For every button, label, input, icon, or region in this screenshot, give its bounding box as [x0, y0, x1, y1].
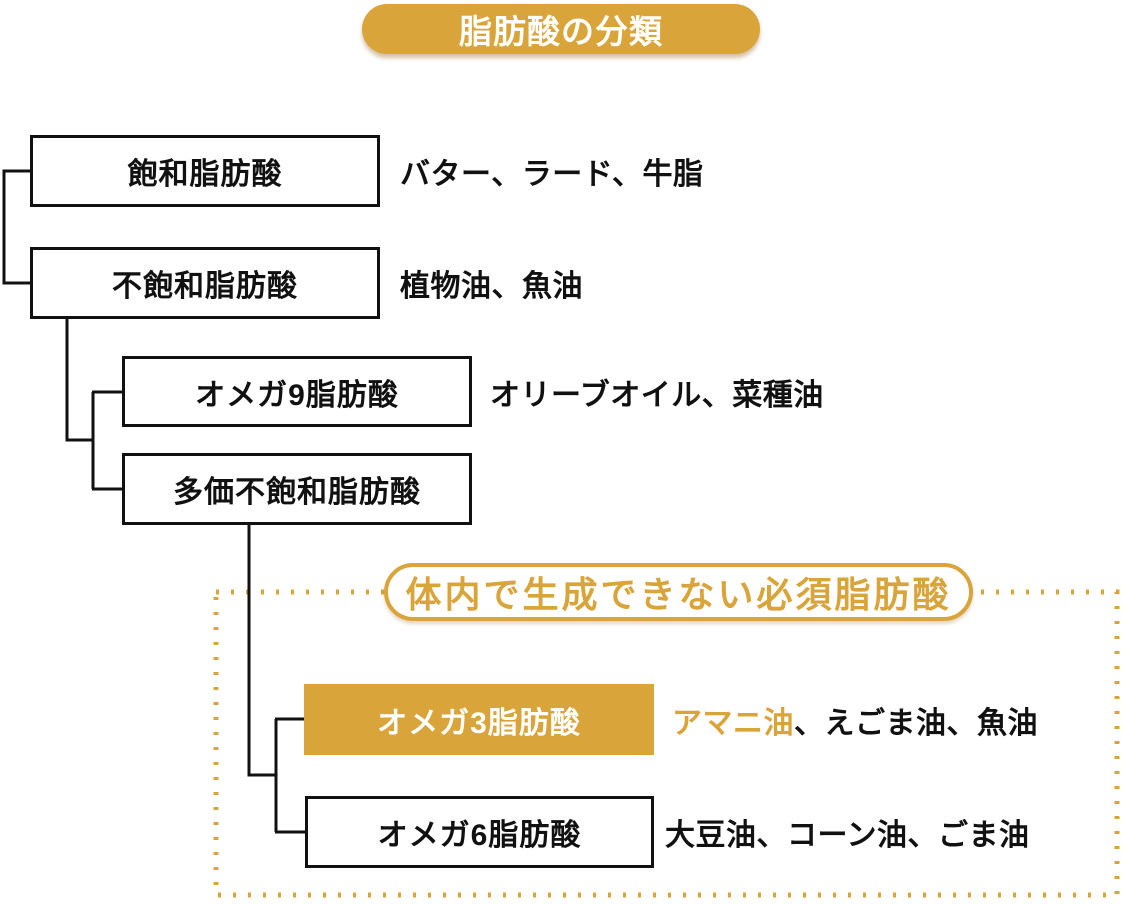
essential-fatty-acid-badge: 体内で生成できない必須脂肪酸 [384, 563, 973, 621]
node-polyunsaturated-fatty-acid: 多価不飽和脂肪酸 [122, 453, 472, 525]
node-unsaturated-fatty-acid: 不飽和脂肪酸 [30, 247, 380, 319]
diagram-title-badge: 脂肪酸の分類 [362, 4, 760, 54]
node-omega6-fatty-acid: オメガ6脂肪酸 [305, 796, 654, 868]
examples-omega9: オリーブオイル、菜種油 [490, 356, 824, 427]
examples-saturated: バター、ラード、牛脂 [400, 135, 704, 207]
connector-unsaturated-bracket [65, 317, 122, 491]
essential-badge-label: 体内で生成できない必須脂肪酸 [405, 574, 952, 615]
connector-polyunsaturated-bracket [247, 523, 305, 834]
node-unsaturated-label: 不飽和脂肪酸 [112, 270, 298, 303]
examples-omega6-text: 大豆油、コーン油、ごま油 [665, 819, 1030, 852]
node-omega3-label: オメガ3脂肪酸 [377, 706, 581, 740]
examples-omega6: 大豆油、コーン油、ごま油 [665, 796, 1030, 868]
examples-saturated-text: バター、ラード、牛脂 [400, 158, 704, 191]
node-omega3-fatty-acid: オメガ3脂肪酸 [304, 684, 654, 755]
examples-unsaturated: 植物油、魚油 [400, 247, 583, 319]
diagram-title: 脂肪酸の分類 [459, 13, 663, 50]
node-saturated-label: 飽和脂肪酸 [127, 158, 283, 191]
examples-unsaturated-text: 植物油、魚油 [400, 270, 583, 303]
node-omega9-fatty-acid: オメガ9脂肪酸 [122, 356, 472, 427]
node-saturated-fatty-acid: 飽和脂肪酸 [30, 135, 380, 207]
examples-omega9-text: オリーブオイル、菜種油 [490, 378, 824, 412]
examples-omega3: アマニ油、えごま油、魚油 [672, 684, 1038, 755]
node-omega9-label: オメガ9脂肪酸 [195, 378, 399, 412]
examples-omega3-rest: 、えごま油、魚油 [794, 706, 1038, 740]
node-omega6-label: オメガ6脂肪酸 [377, 819, 582, 852]
examples-omega3-highlight: アマニ油 [672, 706, 794, 740]
node-polyunsaturated-label: 多価不飽和脂肪酸 [173, 476, 421, 509]
connector-root-bracket [2, 169, 30, 285]
